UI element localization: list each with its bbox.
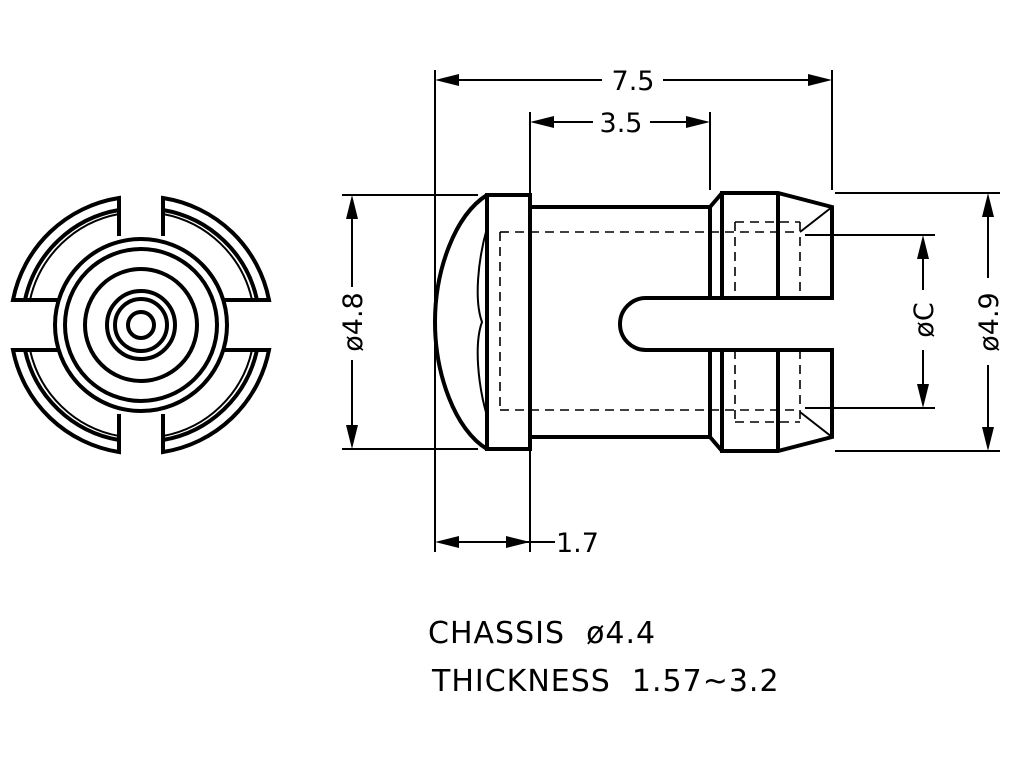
collar-top xyxy=(720,191,834,300)
note-chassis: CHASSIS ø4.4 xyxy=(428,616,656,651)
split-ring-segments xyxy=(10,195,272,455)
flange xyxy=(485,193,532,451)
slot xyxy=(618,296,722,352)
dim-head-thickness: 1.7 xyxy=(556,528,599,559)
hidden-bore xyxy=(499,221,801,423)
note-thickness: THICKNESS 1.57~3.2 xyxy=(431,664,780,699)
dim-overall-length: 7.5 xyxy=(612,66,655,97)
dim-head-diameter: ø4.8 xyxy=(338,292,369,351)
dim-body-diameter: ø4.9 xyxy=(974,292,1005,351)
dim-slot-length: 3.5 xyxy=(600,108,643,139)
collar-bottom xyxy=(720,348,834,453)
side-view xyxy=(432,191,834,453)
dim-bore-diameter: øC xyxy=(909,302,940,337)
dimension-lines xyxy=(342,70,1000,552)
end-view xyxy=(10,195,272,455)
dome-cap xyxy=(432,193,489,451)
